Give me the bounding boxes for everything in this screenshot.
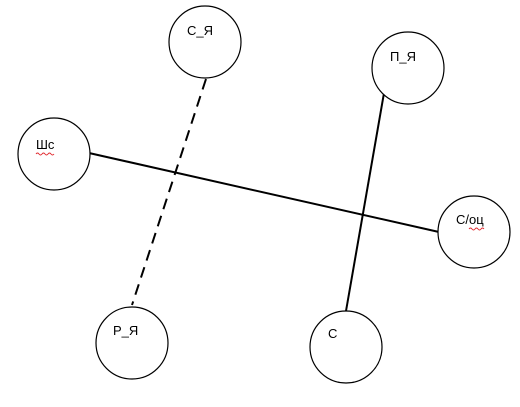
edge-s-ya-to-r-ya: [131, 78, 207, 306]
node-s[interactable]: С: [309, 310, 383, 384]
node-p-ya[interactable]: П_Я: [371, 31, 445, 105]
node-p-ya-label: П_Я: [390, 49, 416, 64]
node-shs[interactable]: Шс: [17, 117, 91, 191]
node-s-ots-label: С/оц: [456, 212, 484, 227]
node-shs-spellcheck-underline: [35, 152, 55, 156]
edge-p-ya-to-s: [345, 92, 385, 312]
node-shs-label: Шс: [36, 137, 55, 152]
node-s-label: С: [328, 326, 337, 341]
node-s-ots-spellcheck-underline: [468, 227, 485, 231]
node-s-ya-label: С_Я: [187, 23, 213, 38]
node-p-ya-circle: [371, 31, 445, 105]
node-r-ya-label: Р_Я: [113, 323, 138, 338]
node-r-ya-circle: [95, 306, 169, 380]
node-r-ya[interactable]: Р_Я: [95, 306, 169, 380]
node-s-ya-circle: [168, 5, 242, 79]
node-s-ots[interactable]: С/оц: [437, 195, 511, 269]
node-s-circle: [309, 310, 383, 384]
node-s-ots-circle: [437, 195, 511, 269]
edge-shs-to-s-ots: [88, 152, 440, 233]
node-s-ya[interactable]: С_Я: [168, 5, 242, 79]
